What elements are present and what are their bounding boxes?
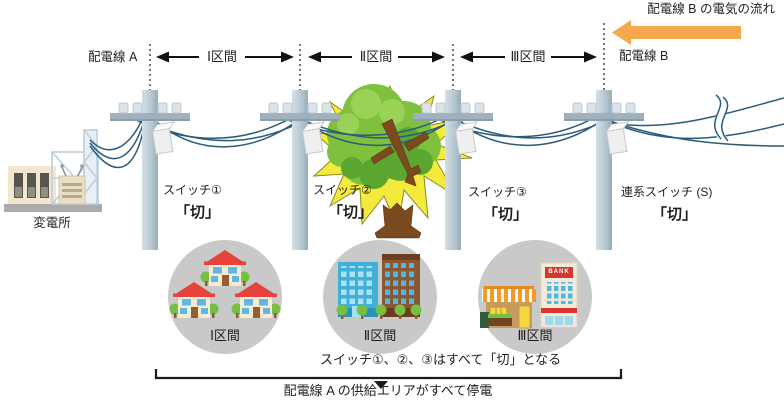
- switch-2-state: 「切」: [328, 204, 374, 221]
- summary-bracket: [154, 369, 623, 389]
- area-3-label: Ⅲ区間: [517, 328, 553, 343]
- office-buildings-icon: [336, 254, 422, 319]
- substation-illustration: [4, 129, 102, 212]
- switch-1-label: スイッチ① 「切」: [163, 181, 222, 222]
- line-break-icon: [713, 92, 729, 143]
- section-3-label: Ⅲ区間: [507, 49, 549, 65]
- bank-sign-label: BANK: [548, 269, 570, 275]
- section-2-label: Ⅱ区間: [356, 49, 396, 65]
- substation-label: 変電所: [33, 216, 71, 230]
- flow-arrow-icon: [612, 20, 741, 45]
- switch-1-name: スイッチ①: [163, 183, 222, 197]
- section-arrows: [156, 51, 597, 63]
- feeder-b-label: 配電線 B: [619, 49, 669, 63]
- area-1-label: Ⅰ区間: [210, 328, 240, 343]
- feeder-a-label: 配電線 A: [88, 50, 138, 64]
- tie-switch-state: 「切」: [652, 206, 698, 223]
- area-2-label: Ⅱ区間: [363, 328, 397, 343]
- switch-1-state: 「切」: [175, 204, 221, 221]
- switch-3-name: スイッチ③: [468, 185, 527, 199]
- switch-3-label: スイッチ③ 「切」: [468, 183, 528, 224]
- tie-switch-label: 連系スイッチ (S) 「切」: [621, 183, 712, 224]
- switch-3-state: 「切」: [483, 206, 529, 223]
- shop-and-bank-icon: [480, 262, 578, 329]
- tie-switch-name: 連系スイッチ (S): [621, 185, 713, 199]
- section-1-label: Ⅰ区間: [204, 49, 240, 65]
- note-switches-off: スイッチ①、②、③はすべて「切」となる: [320, 352, 562, 367]
- section-boundary-lines: [149, 23, 605, 93]
- switch-2-label: スイッチ② 「切」: [313, 181, 373, 222]
- utility-pole-1: [109, 89, 191, 251]
- utility-pole-4: [563, 89, 645, 251]
- note-outage-result: 配電線 A の供給エリアがすべて停電: [283, 383, 493, 398]
- fallen-tree-trunk: [370, 118, 430, 239]
- flow-direction-label: 配電線 B の電気の流れ: [647, 2, 775, 16]
- switch-2-name: スイッチ②: [313, 183, 372, 197]
